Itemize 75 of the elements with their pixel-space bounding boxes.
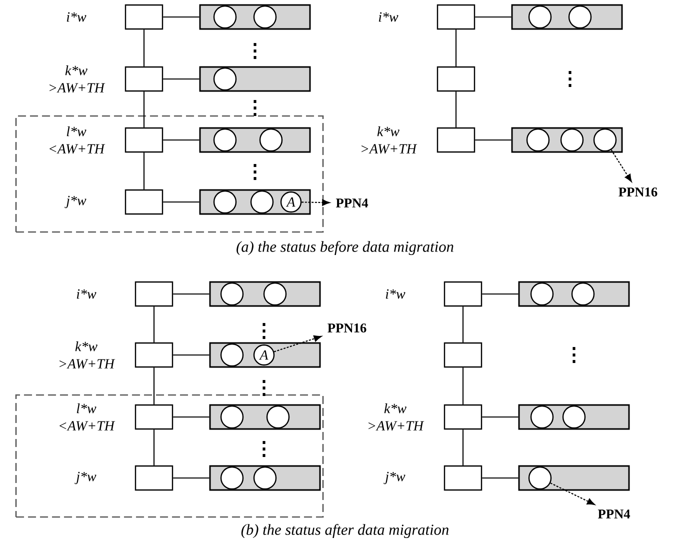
dashed-region [15,394,324,518]
page-label: PPN4 [598,510,630,518]
entry-circle [568,5,592,29]
connector-line [475,139,512,141]
entry-circle [213,190,237,214]
entry-circle [220,343,244,367]
connector-line [153,368,155,404]
dotted-arrow [302,199,330,206]
entry-circle [220,405,244,429]
connector-line [462,306,464,342]
connector-line [163,78,200,80]
subfigure-caption: (b) the status after data migration [241,524,449,538]
connector-line [482,293,518,295]
connector-line [475,16,512,18]
entry-circle [530,282,554,306]
connector-line [163,16,200,18]
entry-circle [253,5,277,29]
index-label: k*w >AW+TH [362,126,418,154]
dotted-arrow [274,335,322,352]
connector-line [462,368,464,404]
entry-circle [562,405,586,429]
index-label: i*w [66,12,86,22]
page-label: PPN16 [618,188,658,196]
connector-line [163,201,200,203]
entry-circle [530,405,554,429]
connector-line [153,306,155,342]
connector-line [462,430,464,466]
index-label: j*w [74,472,96,484]
index-label: i*w [378,12,398,22]
entry-circle [259,128,283,152]
entry-circle [571,282,595,306]
connector-line [482,477,518,479]
entry-circle [528,5,552,29]
entry-circle [250,190,274,214]
connector-line [173,354,210,356]
dotted-arrow [550,482,595,505]
page-label: PPN4 [336,198,368,208]
connector-line [143,152,145,190]
index-label: k*w >AW+TH [50,65,106,93]
page-label: PPN16 [328,324,366,332]
entry-circle [253,466,277,490]
entry-circle [263,282,287,306]
index-box [444,342,482,368]
connector-line [143,92,145,128]
connector-line [455,30,457,66]
entry-circle [266,405,290,429]
index-label: k*w >AW+TH [368,403,424,431]
index-box [436,66,476,92]
index-label: j*w [64,196,86,208]
connector-line [173,477,210,479]
index-label: i*w [386,289,406,299]
connector-line [143,30,145,66]
entry-circle [593,128,617,152]
index-label: i*w [76,289,96,299]
connector-line [455,92,457,128]
connector-line [163,139,200,141]
index-label: k*w >AW+TH [60,341,116,369]
entry-circle [220,282,244,306]
connector-line [153,430,155,466]
entry-circle [526,128,550,152]
connector-line [482,416,518,418]
subfigure-caption: (a) the status before data migration [236,240,454,256]
connector-line [173,416,210,418]
dotted-arrow [610,150,632,182]
connector-line [173,293,210,295]
dashed-region [15,115,324,233]
index-label: j*w [384,472,406,484]
index-label: l*w <AW+TH [50,126,106,154]
entry-circle [528,466,552,490]
entry-circle [560,128,584,152]
entry-circle [213,128,237,152]
entry-circle [213,67,237,91]
entry-circle [220,466,244,490]
index-label: l*w <AW+TH [60,403,116,431]
entry-circle [213,5,237,29]
